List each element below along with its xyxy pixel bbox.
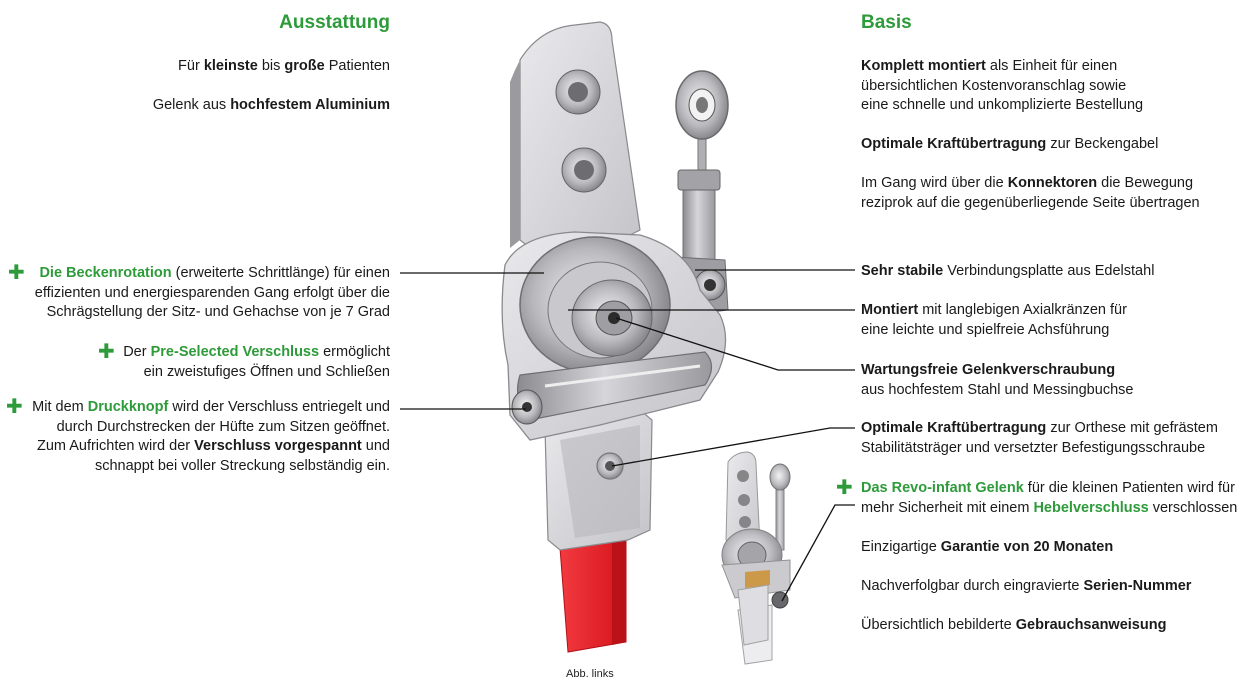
right-item-warranty: Einzigartige Garantie von 20 Monaten — [861, 539, 1114, 555]
right-item-assembled: Komplett montiert als Einheit für einen … — [861, 58, 1144, 113]
plus-icon: ✚ — [98, 341, 115, 363]
left-item-patients: Für kleinste bis große Patienten — [178, 58, 390, 74]
lock-cylinder — [517, 351, 713, 421]
left-item-pelvic-rotation: Die Beckenrotation (erweiterte Schrittlä… — [34, 265, 390, 320]
plus-icon: ✚ — [8, 262, 25, 284]
left-heading: Ausstattung — [279, 12, 390, 33]
image-caption: Abb. links — [566, 668, 614, 680]
right-item-revo-infant: Das Revo-infant Gelenk für die kleinen P… — [861, 480, 1238, 516]
plus-icon: ✚ — [6, 396, 23, 418]
right-item-force-transfer-orthosis: Optimale Kraftübertragung zur Orthese mi… — [861, 420, 1218, 456]
right-item-axial-bearings: Montiert mit langlebigen Axialkränzen fü… — [861, 302, 1127, 338]
left-item-push-button: Mit dem Druckknopf wird der Verschluss e… — [32, 399, 390, 474]
pelvic-fork-plate — [519, 21, 641, 261]
right-item-connector-plate: Sehr stabile Verbindungsplatte aus Edels… — [861, 263, 1155, 279]
plus-icon: ✚ — [836, 477, 853, 499]
right-item-connectors: Im Gang wird über die Konnektoren die Be… — [861, 175, 1200, 211]
left-item-aluminium: Gelenk aus hochfestem Aluminium — [152, 97, 390, 113]
revo-infant-joint — [721, 451, 791, 665]
joint-screw — [608, 312, 620, 324]
right-heading: Basis — [861, 12, 912, 33]
left-item-preselected-lock: Der Pre-Selected Verschluss ermöglicht e… — [123, 344, 390, 380]
connector-rod — [682, 177, 716, 266]
right-item-force-transfer-fork: Optimale Kraftübertragung zur Beckengabe… — [861, 136, 1159, 152]
right-item-manual: Übersichtlich bebilderte Gebrauchsanweis… — [861, 617, 1167, 633]
right-item-serial-number: Nachverfolgbar durch eingravierte Serien… — [861, 578, 1192, 594]
right-item-joint-screw: Wartungsfreie Gelenkverschraubung aus ho… — [861, 362, 1134, 398]
